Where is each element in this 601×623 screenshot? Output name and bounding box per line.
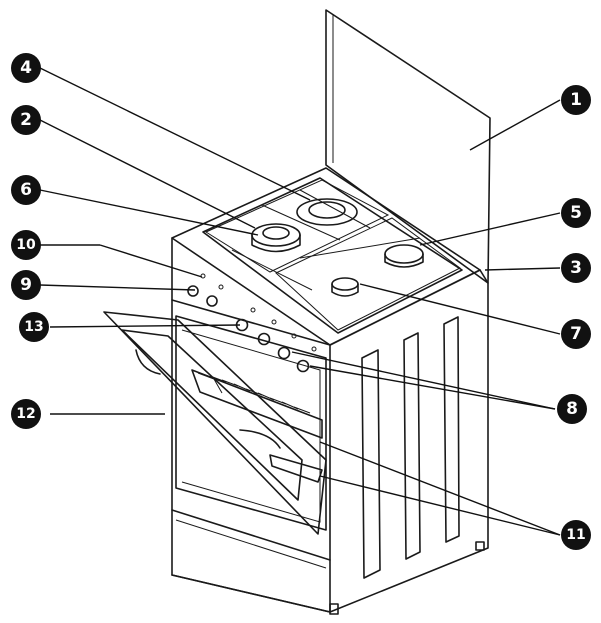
leader-lines [39,67,561,536]
callout-6: 6 [11,175,41,205]
svg-text:6: 6 [20,180,32,200]
stove-lid [325,9,491,284]
svg-text:13: 13 [24,319,43,335]
cooktop [171,167,481,346]
oven-door [103,311,327,535]
callout-11: 11 [561,520,591,550]
callout-8: 8 [557,394,587,424]
callout-13: 13 [19,312,49,342]
burner-left-front [251,223,301,253]
callout-3: 3 [561,253,591,283]
svg-text:2: 2 [20,110,32,130]
svg-text:11: 11 [566,527,585,543]
callout-7: 7 [561,319,591,349]
callout-5: 5 [561,198,591,228]
svg-text:7: 7 [570,324,582,344]
svg-text:12: 12 [16,406,35,422]
burner-right-rear [384,244,424,268]
callout-1: 1 [561,85,591,115]
callout-2: 2 [11,105,41,135]
svg-text:4: 4 [20,58,32,78]
callout-9: 9 [11,270,41,300]
svg-text:8: 8 [566,399,578,419]
svg-text:5: 5 [570,203,582,223]
callout-4: 4 [11,53,41,83]
svg-text:3: 3 [570,258,582,278]
burner-small-front [331,277,359,297]
svg-text:10: 10 [16,237,36,253]
control-knobs [187,273,317,373]
svg-text:1: 1 [570,90,582,110]
svg-text:9: 9 [20,275,32,295]
oven-rack [191,369,323,483]
burner-large-rear [296,198,358,226]
callout-10: 10 [11,230,41,260]
callout-12: 12 [11,399,41,429]
stove-body [171,237,489,615]
